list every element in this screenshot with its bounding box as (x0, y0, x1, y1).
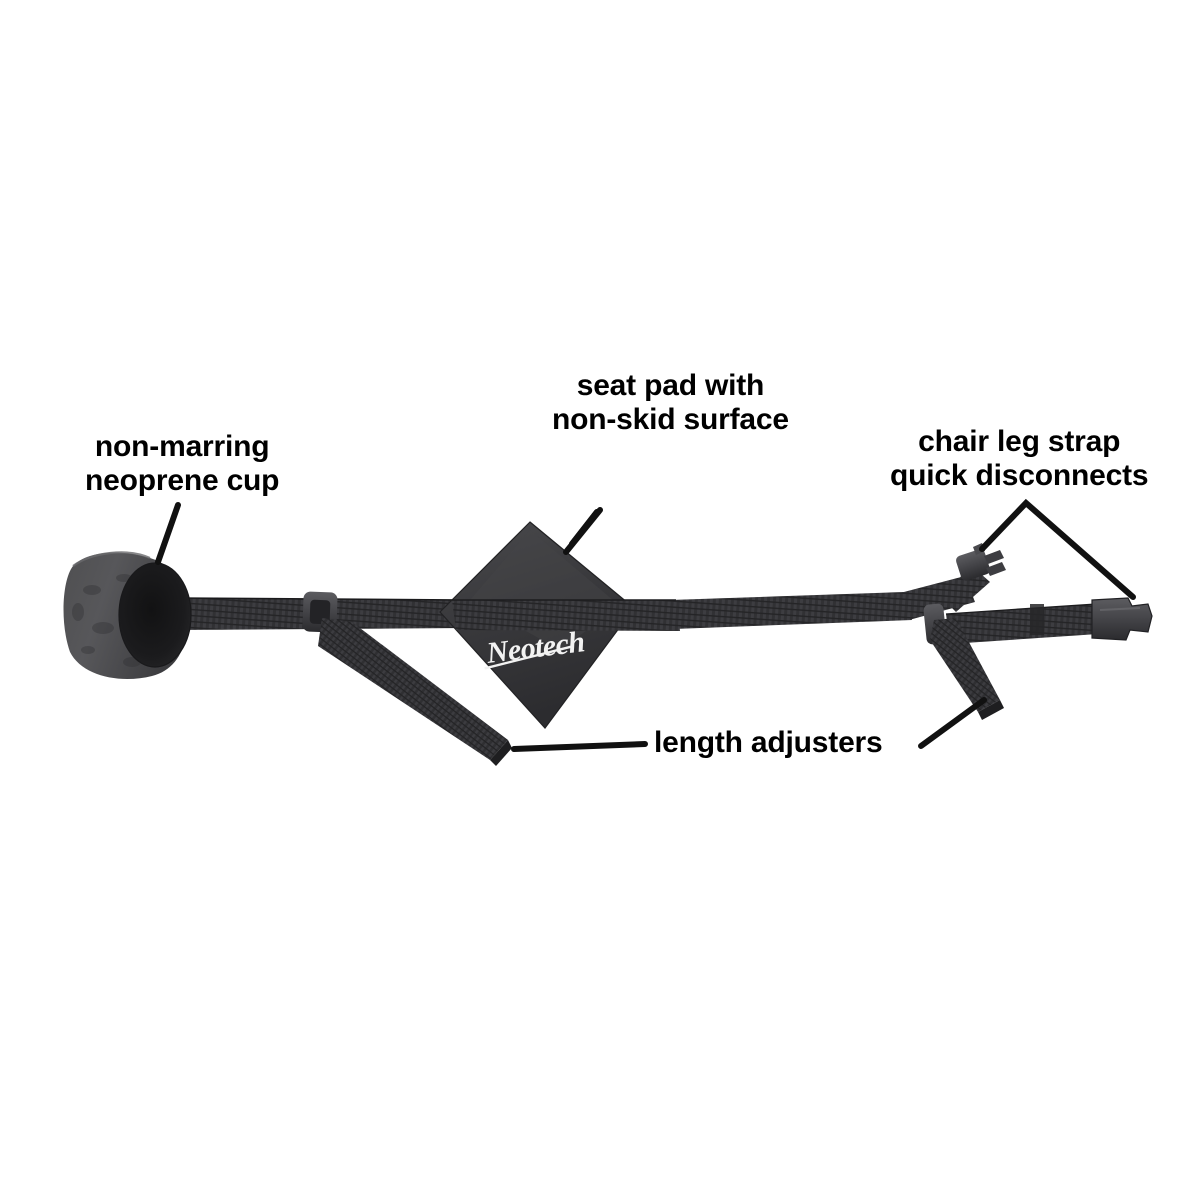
callout-seat-pad-line2: non-skid surface (552, 402, 789, 436)
callout-neoprene-cup-line1: non-marring (94, 430, 270, 463)
callout-length-adjusters: length adjusters (654, 726, 883, 760)
callout-quick-disconnects: chair leg strap quick disconnects (890, 425, 1149, 492)
length-adjuster-left (302, 591, 512, 766)
leader-line-quick-disconnects (979, 498, 1136, 600)
callout-neoprene-cup-line2: neoprene cup (85, 463, 280, 497)
leader-line-adjuster-right (918, 697, 987, 749)
callout-quick-disconnects-line2: quick disconnects (890, 458, 1149, 492)
seat-pad: Neotech (439, 521, 680, 729)
leader-line-seat-pad-main (563, 507, 603, 555)
quick-disconnect-female (940, 543, 1006, 612)
neoprene-cup (63, 551, 192, 679)
callout-quick-disconnects-line1: chair leg strap (918, 425, 1121, 458)
quick-disconnect-male (1091, 597, 1153, 641)
callout-length-adjusters-line1: length adjusters (654, 726, 883, 759)
callout-seat-pad-line1: seat pad with (576, 369, 765, 402)
leader-line-neoprene-cup (155, 502, 181, 565)
length-adjuster-right (923, 603, 1004, 720)
callout-seat-pad: seat pad with non-skid surface (552, 369, 789, 436)
chair-leg-strap (945, 603, 1098, 644)
callout-neoprene-cup: non-marring neoprene cup (85, 430, 280, 497)
leader-line-adjuster-left (511, 741, 648, 752)
